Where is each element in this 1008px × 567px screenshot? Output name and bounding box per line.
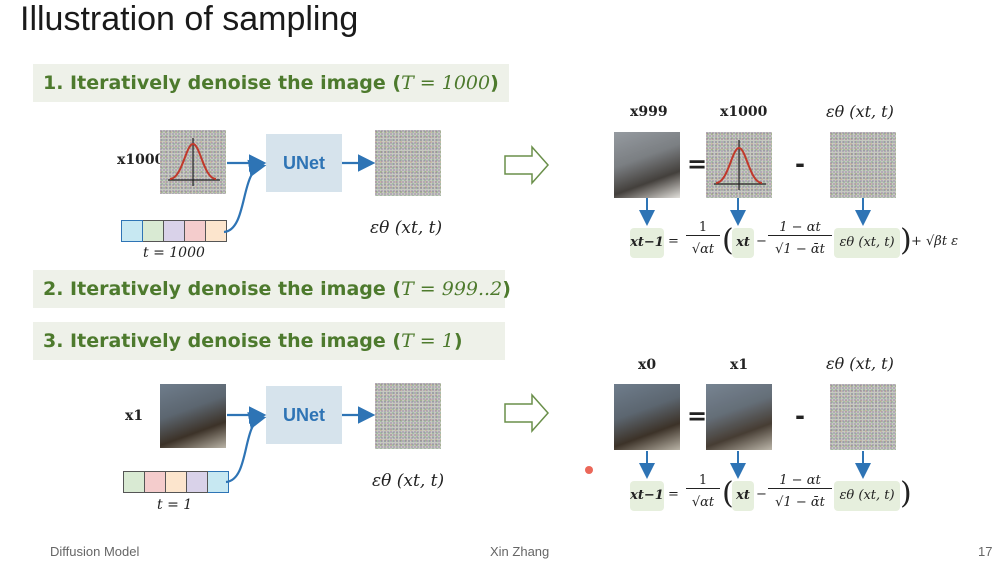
bottom-right-label-2: x1 <box>730 357 749 373</box>
footer-page-number: 17 <box>978 544 993 559</box>
formula-eps: εθ (xt, t) <box>834 228 900 258</box>
formula-frac1-num: 1 <box>686 473 720 489</box>
noisy-image-x1000 <box>160 130 226 194</box>
bottom-right-label-1: x0 <box>638 357 657 373</box>
formula-equals: = <box>668 234 679 249</box>
formula-noise-term: + √βt ε <box>911 234 959 249</box>
formula-lhs: xt−1 <box>630 228 664 258</box>
step-3-math: T = 1 <box>401 330 454 352</box>
formula-lhs: xt−1 <box>630 481 664 511</box>
unet-block-top: UNet <box>266 134 342 192</box>
top-right-label-1: x999 <box>630 104 668 120</box>
t-cell <box>166 471 187 493</box>
footer-author: Xin Zhang <box>490 544 550 559</box>
slide-title: Illustration of sampling <box>20 0 359 38</box>
cat-image-x1 <box>160 384 226 448</box>
formula-frac1-num: 1 <box>686 220 720 236</box>
minus-sign-top: - <box>795 150 805 178</box>
noise-output-bottom <box>375 383 441 449</box>
t-cell <box>185 220 206 242</box>
formula-paren-open: ( <box>722 223 734 258</box>
t-cell <box>145 471 166 493</box>
formula-eps: εθ (xt, t) <box>834 481 900 511</box>
sampling-formula-top: xt−1 = 1 √αt ( xt − 1 − αt √1 − ᾱt εθ (x… <box>628 220 973 264</box>
step-2-banner: 2. Iteratively denoise the image (T = 99… <box>33 270 511 308</box>
step-2-close: ) <box>502 278 511 300</box>
sampling-formula-bottom: xt−1 = 1 √αt ( xt − 1 − αt √1 − ᾱt εθ (x… <box>628 473 973 517</box>
bottom-right-label-3: εθ (xt, t) <box>826 354 894 373</box>
unet-block-bottom: UNet <box>266 386 342 444</box>
t-cell <box>187 471 208 493</box>
partially-denoised-image-x999 <box>614 132 680 198</box>
formula-paren-close: ) <box>900 476 912 511</box>
formula-xt: xt <box>732 481 754 511</box>
formula-equals: = <box>668 487 679 502</box>
predicted-noise-bottom <box>830 384 896 450</box>
formula-paren-close: ) <box>900 223 912 258</box>
equals-sign-bottom: = <box>687 402 708 430</box>
denoised-image-x0 <box>614 384 680 450</box>
gaussian-curve-icon <box>168 138 220 186</box>
formula-minus: − <box>756 234 767 249</box>
step-1-math: T = 1000 <box>401 72 491 94</box>
formula-frac1-den: √αt <box>691 495 715 510</box>
formula-frac2-den: √1 − ᾱt <box>775 495 825 510</box>
pointer-dot <box>585 466 593 474</box>
predicted-noise-top <box>830 132 896 198</box>
step-1-banner: 1. Iteratively denoise the image (T = 10… <box>33 64 509 102</box>
top-input-label: x1000 <box>117 152 165 168</box>
top-eps-label: εθ (xt, t) <box>370 218 443 238</box>
t-cell <box>143 220 164 242</box>
equals-sign-top: = <box>687 150 708 178</box>
formula-frac1-den: √αt <box>691 242 715 257</box>
top-right-label-2: x1000 <box>720 104 768 120</box>
step-1-close: ) <box>490 72 499 94</box>
timestep-embedding-bottom <box>123 471 229 493</box>
formula-frac2-num: 1 − αt <box>768 473 832 489</box>
step-2-text: 2. Iteratively denoise the image ( <box>43 278 402 300</box>
step-3-banner: 3. Iteratively denoise the image (T = 1) <box>33 322 505 360</box>
formula-minus: − <box>756 487 767 502</box>
bottom-input-label: x1 <box>125 408 144 424</box>
bottom-t-label: t = 1 <box>157 497 193 513</box>
t-cell <box>123 471 145 493</box>
formula-xt: xt <box>732 228 754 258</box>
footer-course-title: Diffusion Model <box>50 544 140 559</box>
noisy-image-x1-right <box>706 384 772 450</box>
t-cell <box>164 220 185 242</box>
t-cell <box>121 220 143 242</box>
formula-frac2-den: √1 − ᾱt <box>775 242 825 257</box>
step-1-text: 1. Iteratively denoise the image ( <box>43 72 402 94</box>
hollow-arrow-bottom <box>504 393 550 433</box>
top-right-label-3: εθ (xt, t) <box>826 102 894 121</box>
gaussian-curve-icon <box>714 140 766 190</box>
noisy-image-x1000-right <box>706 132 772 198</box>
formula-frac2-num: 1 − αt <box>768 220 832 236</box>
noise-output-top <box>375 130 441 196</box>
hollow-arrow-top <box>504 145 550 185</box>
timestep-embedding-top <box>121 220 227 242</box>
step-3-close: ) <box>453 330 463 352</box>
minus-sign-bottom: - <box>795 402 805 430</box>
formula-paren-open: ( <box>722 476 734 511</box>
top-t-label: t = 1000 <box>143 245 205 261</box>
step-3-text: 3. Iteratively denoise the image ( <box>43 330 402 352</box>
step-2-math: T = 999..2 <box>401 278 503 300</box>
bottom-eps-label: εθ (xt, t) <box>372 471 445 491</box>
